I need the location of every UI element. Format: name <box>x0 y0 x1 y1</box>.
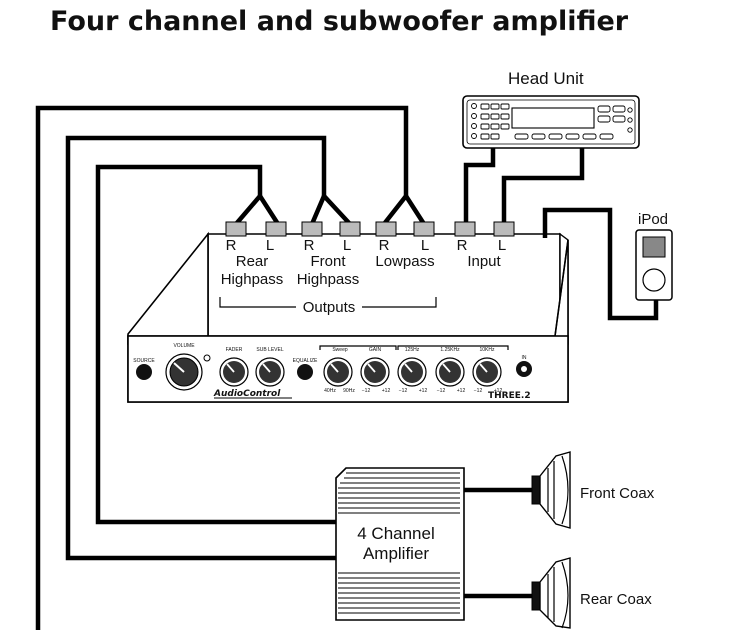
outputs-bracket <box>219 297 437 308</box>
page-title: Four channel and subwoofer amplifier <box>50 6 629 37</box>
volume-label: VOLUME <box>173 343 195 349</box>
in-label: IN <box>522 355 527 361</box>
head-unit-wire-l <box>501 148 585 222</box>
sub-level-label: SUB LEVEL <box>256 347 283 353</box>
brand-logo: AudioControl <box>213 389 281 399</box>
front-output-wire <box>65 135 340 561</box>
wires <box>35 105 659 630</box>
rear-speaker: Rear Coax <box>531 557 652 629</box>
volume-knob[interactable] <box>165 353 203 391</box>
ipod-label: iPod <box>638 211 668 228</box>
equalize-button[interactable] <box>297 364 313 380</box>
eq-125khz-label: 1.25KHz <box>440 347 460 353</box>
gain-label: GAIN <box>369 347 382 353</box>
scale-mark-90hz: 90Hz <box>343 388 355 394</box>
rca-front-r <box>301 221 323 237</box>
sweep-label: Sweep <box>332 347 348 353</box>
lowpass-wire <box>35 105 409 630</box>
connector-splits <box>234 191 426 226</box>
scale-mark-125khz-min: −12 <box>437 388 446 394</box>
equalize-label: EQUALIZE <box>293 358 318 364</box>
channel-letter-rear-l: L <box>266 237 274 254</box>
channel-letter-input-l: L <box>498 237 506 254</box>
scale-mark-gain-max: +12 <box>382 388 391 394</box>
eq-125hz-knob[interactable] <box>397 357 427 387</box>
eq-10khz-knob[interactable] <box>472 357 502 387</box>
aux-input-jack[interactable] <box>516 361 532 377</box>
model-name: THREE.2 <box>488 391 531 401</box>
sweep-knob[interactable] <box>323 357 353 387</box>
front-group-label: Front <box>310 253 346 270</box>
processor: R L R L R L R L Rear Highpass Front High… <box>127 221 569 403</box>
amplifier-label-line2: Amplifier <box>363 544 429 563</box>
channel-letter-rear-r: R <box>226 237 237 254</box>
amplifier-label-area <box>338 518 460 568</box>
rca-rear-l <box>265 221 287 237</box>
source-button[interactable] <box>136 364 152 380</box>
ipod-click-wheel <box>642 268 666 292</box>
front-speaker-label: Front Coax <box>580 485 655 502</box>
rear-group-label: Rear <box>236 253 269 270</box>
scale-mark-10khz-min: −12 <box>474 388 483 394</box>
channel-letter-input-r: R <box>457 237 468 254</box>
channel-letter-lowpass-r: R <box>379 237 390 254</box>
rca-rear-r <box>225 221 247 237</box>
channel-letter-front-l: L <box>343 237 351 254</box>
outputs-label: Outputs <box>303 299 356 316</box>
gain-knob[interactable] <box>360 357 390 387</box>
head-unit-display <box>511 107 595 129</box>
head-unit-label: Head Unit <box>508 69 584 88</box>
scale-mark-125hz-max: +12 <box>419 388 428 394</box>
scale-mark-125khz-max: +12 <box>457 388 466 394</box>
processor-left-side <box>127 231 209 345</box>
rear-highpass-label: Highpass <box>221 271 284 288</box>
scale-mark-gain-min: −12 <box>362 388 371 394</box>
source-label: SOURCE <box>133 358 155 364</box>
head-unit-wire-r <box>463 148 496 222</box>
rca-front-l <box>339 221 361 237</box>
rca-input-l <box>493 221 515 237</box>
front-speaker: Front Coax <box>531 451 655 529</box>
ipod-wire <box>542 207 659 321</box>
rear-speaker-label: Rear Coax <box>580 591 652 608</box>
ipod-screen <box>642 236 666 258</box>
channel-letter-front-r: R <box>304 237 315 254</box>
scale-mark-125hz-min: −12 <box>399 388 408 394</box>
front-highpass-label: Highpass <box>297 271 360 288</box>
head-unit-body <box>462 95 640 149</box>
input-label: Input <box>467 253 501 270</box>
amplifier-label-line1: 4 Channel <box>357 524 435 543</box>
channel-letter-lowpass-l: L <box>421 237 429 254</box>
scale-mark-10khz-max: +12 <box>494 388 503 394</box>
fader-label: FADER <box>226 347 243 353</box>
scale-mark-40hz: 40Hz <box>324 388 336 394</box>
eq-125khz-knob[interactable] <box>435 357 465 387</box>
rca-input-r <box>454 221 476 237</box>
sub-level-knob[interactable] <box>255 357 285 387</box>
amplifier: 4 Channel Amplifier <box>335 467 465 621</box>
eq-10khz-label: 10KHz <box>479 347 495 353</box>
fader-knob[interactable] <box>219 357 249 387</box>
indicator-led <box>203 354 211 362</box>
lowpass-label: Lowpass <box>375 253 434 270</box>
rear-output-wire <box>95 164 340 525</box>
ipod: iPod <box>635 211 673 301</box>
eq-125hz-label: 125Hz <box>405 347 420 353</box>
head-unit: Head Unit <box>462 69 640 149</box>
rca-lowpass-l <box>413 221 435 237</box>
rca-lowpass-r <box>375 221 397 237</box>
